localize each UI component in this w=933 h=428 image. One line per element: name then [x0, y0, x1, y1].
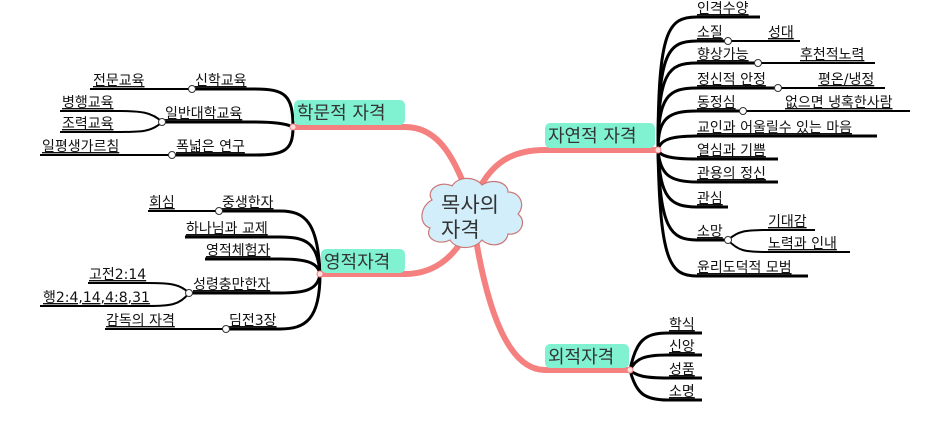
- node-character[interactable]: 인격수양: [697, 1, 749, 17]
- svg-text:영적자격: 영적자격: [324, 252, 390, 273]
- node-aptitude[interactable]: 소질: [697, 25, 723, 41]
- node-born-again[interactable]: 중생한자: [222, 195, 274, 211]
- node-learning[interactable]: 학식: [669, 317, 695, 333]
- node-professional-education[interactable]: 전문교육: [93, 73, 145, 89]
- branch-label-spiritual[interactable]: 영적자격: [321, 249, 405, 273]
- central-topic-line2: 자격: [441, 218, 480, 242]
- branch-label-academic[interactable]: 학문적 자격: [294, 100, 405, 125]
- node-effort-patience[interactable]: 노력과 인내: [768, 236, 837, 252]
- node-1cor-2-14[interactable]: 고전2:14: [89, 267, 146, 283]
- node-spirit-filled[interactable]: 성령충만한자: [193, 277, 270, 293]
- node-improvable[interactable]: 향상가능: [697, 47, 749, 63]
- node-mingle-with-members[interactable]: 교인과 어울릴수 있는 마음: [697, 120, 852, 136]
- node-calling[interactable]: 소명: [669, 384, 695, 400]
- node-theology-education[interactable]: 신학교육: [195, 73, 247, 89]
- external-subtree: 학식 신앙 성품 소명: [628, 317, 702, 402]
- central-topic-line1: 목사의: [441, 193, 499, 217]
- node-tolerance[interactable]: 관용의 정신: [697, 166, 766, 182]
- node-spiritual-experience[interactable]: 영적체험자: [206, 243, 271, 259]
- node-lifelong-teaching[interactable]: 일평생가르침: [42, 139, 119, 155]
- branch-label-natural[interactable]: 자연적 자격: [545, 123, 655, 148]
- node-calm[interactable]: 평온/냉정: [818, 72, 874, 88]
- node-faith[interactable]: 신앙: [669, 339, 695, 355]
- node-hope[interactable]: 소망: [697, 224, 723, 240]
- node-interest[interactable]: 관심: [697, 191, 723, 207]
- branch-label-external[interactable]: 외적자격: [545, 344, 629, 368]
- node-compassion[interactable]: 동정심: [697, 95, 736, 111]
- natural-subtree: 인격수양 소질 성대 향상가능 후천적노력 정신적 안정 평온/냉정 동정심 없…: [656, 1, 910, 278]
- node-parallel-education[interactable]: 병행교육: [62, 95, 114, 111]
- node-cold-person[interactable]: 없으면 냉혹한사람: [785, 95, 893, 111]
- svg-text:학문적 자격: 학문적 자격: [297, 103, 386, 124]
- node-broad-research[interactable]: 폭넓은 연구: [176, 139, 245, 155]
- svg-text:외적자격: 외적자격: [548, 347, 614, 368]
- node-moral-example[interactable]: 윤리도덕적 모범: [697, 260, 792, 276]
- node-personality[interactable]: 성품: [669, 362, 695, 378]
- node-acts-refs[interactable]: 행2:4,14,4:8,31: [43, 290, 150, 306]
- academic-subtree: 신학교육 전문교육 일반대학교육 병행교육 조력교육 폭넓은 연구 일평생가르침: [40, 73, 295, 159]
- node-expectation[interactable]: 기대감: [768, 214, 807, 230]
- cloud-shape: [421, 177, 523, 249]
- node-mental-stability[interactable]: 정신적 안정: [697, 72, 766, 88]
- node-1tim-3[interactable]: 딤전3장: [229, 313, 277, 329]
- node-acquired-effort[interactable]: 후천적노력: [800, 47, 864, 63]
- node-assist-education[interactable]: 조력교육: [62, 116, 114, 132]
- node-repentance[interactable]: 회심: [149, 195, 175, 211]
- node-voice[interactable]: 성대: [768, 25, 794, 41]
- node-passion-joy[interactable]: 열심과 기쁨: [697, 143, 766, 159]
- branch-external: [471, 225, 633, 373]
- central-topic[interactable]: 목사의 자격: [421, 177, 523, 249]
- node-general-university[interactable]: 일반대학교육: [165, 106, 242, 122]
- node-overseer-qualifications[interactable]: 감독의 자격: [106, 313, 175, 329]
- spiritual-subtree: 중생한자 회심 하나님과 교제 영적체험자 성령충만한자 고전2:14 행2:4…: [40, 195, 322, 333]
- node-fellowship-with-god[interactable]: 하나님과 교제: [186, 221, 268, 237]
- svg-text:자연적 자격: 자연적 자격: [548, 126, 637, 147]
